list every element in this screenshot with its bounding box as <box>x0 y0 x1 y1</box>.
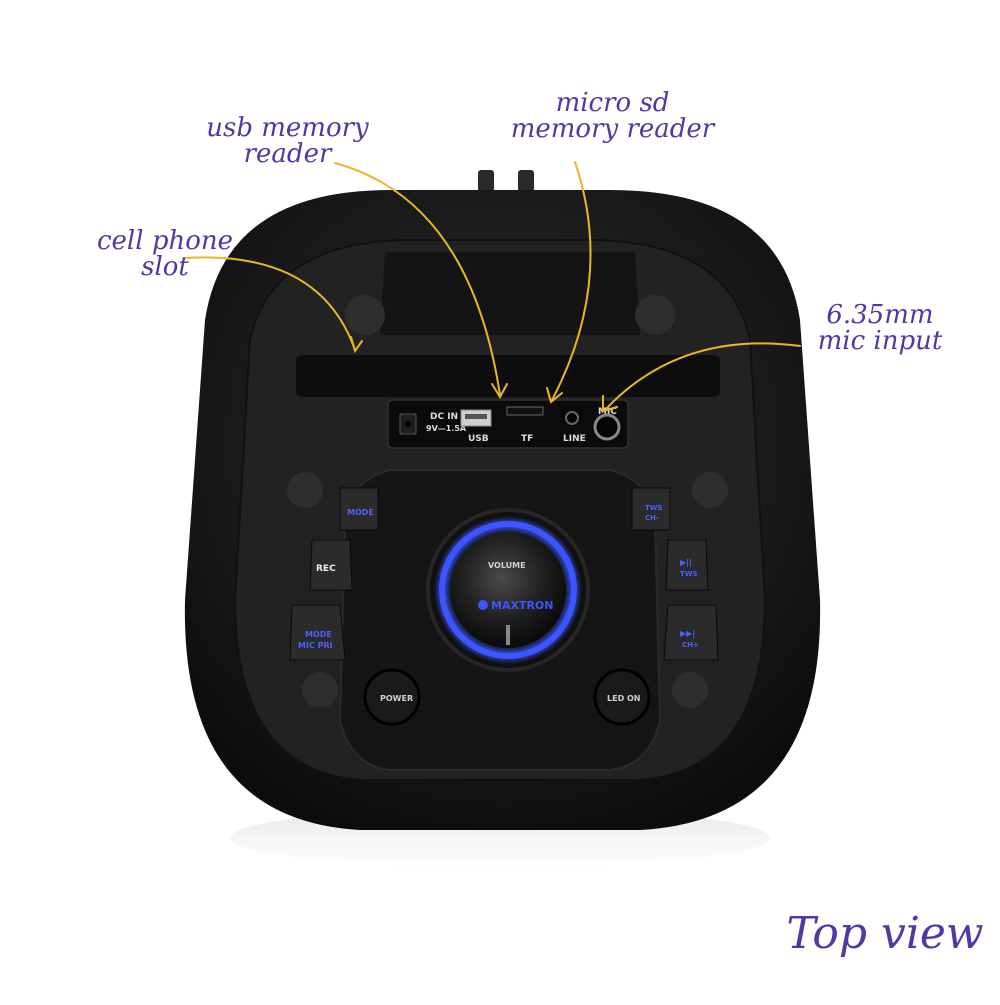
annotation-microsd-line1: micro sd <box>555 88 670 118</box>
right-button-group <box>631 487 719 661</box>
top-knob-right <box>518 170 534 192</box>
dc-jack-hole <box>405 421 411 427</box>
line-jack <box>565 411 579 425</box>
annotation-cell-phone-line1: cell phone <box>96 226 234 256</box>
mode2-label: MODE <box>305 630 332 639</box>
ch-plus-label: CH+ <box>682 641 699 649</box>
usb-port-tongue <box>465 414 487 419</box>
play-pause-button[interactable] <box>665 539 709 591</box>
annotation-top-view: Top view <box>786 908 984 959</box>
mode-button[interactable] <box>339 487 379 531</box>
carry-handle <box>380 252 640 335</box>
ch-minus-label: CH- <box>645 514 659 522</box>
brand-label: MAXTRON <box>491 599 553 612</box>
annotation-usb-line2: reader <box>243 139 332 169</box>
usb-label: USB <box>468 434 489 444</box>
mode-label: MODE <box>347 508 374 517</box>
led-label: LED ON <box>607 694 640 703</box>
annotation-usb: usb memory reader <box>200 115 375 167</box>
annotation-mic: 6.35mm mic input <box>800 302 960 354</box>
tws-label: TWS <box>645 504 663 512</box>
screw-covers <box>287 295 728 708</box>
tws2-label: TWS <box>680 570 698 578</box>
usb-arrow <box>334 162 501 396</box>
annotation-microsd: micro sd memory reader <box>505 90 720 142</box>
led-button[interactable] <box>593 668 651 726</box>
tws-ch-minus-button[interactable] <box>631 487 671 531</box>
input-panel <box>387 399 629 449</box>
volume-label: VOLUME <box>488 561 526 570</box>
volume-led-ring <box>439 521 577 659</box>
annotation-microsd-line2: memory reader <box>510 114 715 144</box>
annotation-cell-phone: cell phone slot <box>90 228 240 280</box>
tf-label: TF <box>521 434 533 444</box>
mic-arrow <box>604 342 801 411</box>
rec-label: REC <box>316 564 336 574</box>
mic-arrowhead <box>602 395 618 413</box>
mic-jack <box>593 413 621 441</box>
cell-phone-arrow <box>184 256 356 351</box>
microsd-arrow <box>551 161 592 401</box>
next-label: ▶▶| <box>680 629 695 638</box>
cell-phone-arrowhead <box>350 336 363 354</box>
next-ch-plus-button[interactable] <box>663 604 719 661</box>
annotation-arrows <box>184 161 801 413</box>
annotation-mic-line1: 6.35mm <box>826 300 934 330</box>
annotation-cell-phone-line2: slot <box>141 252 189 282</box>
annotation-mic-line2: mic input <box>817 326 943 356</box>
top-knob-left <box>478 170 494 192</box>
line-label: LINE <box>563 434 586 444</box>
power-button[interactable] <box>363 668 421 726</box>
mic-pri-label: MIC PRI <box>298 641 333 650</box>
volume-knob[interactable] <box>450 532 566 648</box>
mode-mic-pri-button[interactable] <box>289 604 346 661</box>
mic-label: MIC <box>598 407 617 417</box>
power-label: POWER <box>380 694 413 703</box>
dc-in-label: DC IN <box>430 412 458 422</box>
tf-slot <box>506 406 544 416</box>
annotation-usb-line1: usb memory <box>206 113 369 143</box>
dc-rating-label: 9V—1.5A <box>426 424 467 433</box>
left-button-group <box>289 487 379 661</box>
brand-logo-icon <box>478 600 488 610</box>
usb-arrowhead <box>491 383 508 400</box>
knob-indicator <box>506 625 510 645</box>
rec-button[interactable] <box>309 539 353 591</box>
play-pause-label: ▶|| <box>680 558 692 567</box>
microsd-arrowhead <box>546 387 563 404</box>
cell-phone-slot <box>296 355 720 397</box>
